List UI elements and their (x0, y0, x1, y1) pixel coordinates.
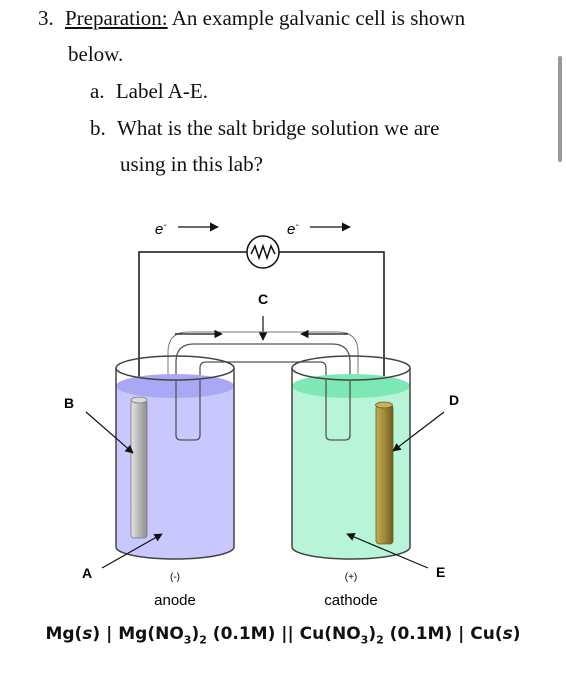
label-e-arrow (346, 533, 429, 569)
cell-notation: Mg(s) | Mg(NO3)2 (0.1M) || Cu(NO3)2 (0.1… (45, 624, 521, 647)
question-line-2: below. (68, 42, 124, 66)
part-a: a. Label A-E. (90, 73, 208, 109)
label-a: A (82, 565, 92, 581)
anode-electrode (130, 399, 148, 539)
part-a-letter: a. (90, 79, 105, 103)
part-b-text: What is the salt bridge solution we are (117, 116, 440, 140)
anode-sign: (-) (170, 572, 180, 583)
cathode-sign: (+) (345, 572, 358, 583)
question-title: Preparation: (65, 6, 168, 30)
electron-label-left: e- (155, 220, 167, 238)
part-a-text: Label A-E. (115, 79, 208, 103)
question-intro: An example galvanic cell is shown (167, 6, 466, 30)
salt-bridge-leg-right (325, 380, 351, 441)
anode-label: anode (154, 592, 196, 609)
label-c: C (258, 291, 268, 307)
galvanic-cell-diagram: e- e- C B A D (64, 220, 459, 609)
label-b-arrow (85, 411, 134, 454)
part-b-text-2: using in this lab? (120, 152, 263, 176)
question-line-1: 3. Preparation: An example galvanic cell… (38, 0, 465, 36)
label-d: D (449, 392, 459, 408)
label-a-arrow (101, 533, 163, 569)
label-e: E (436, 564, 445, 580)
salt-bridge-leg-left (175, 380, 201, 441)
wire-left (138, 251, 247, 400)
part-b: b. What is the salt bridge solution we a… (90, 110, 440, 146)
cathode-electrode-top (375, 401, 393, 409)
cathode-label: cathode (324, 592, 377, 609)
question-number: 3. (38, 6, 54, 30)
part-b-letter: b. (90, 116, 106, 140)
cathode-electrode (375, 404, 394, 545)
anode-electrode-top (130, 396, 148, 404)
label-b: B (64, 395, 74, 411)
scrollbar[interactable] (558, 56, 562, 162)
voltmeter-icon (246, 235, 280, 269)
label-d-arrow (392, 411, 445, 452)
wire-right (279, 251, 385, 405)
electron-label-right: e- (287, 220, 299, 238)
